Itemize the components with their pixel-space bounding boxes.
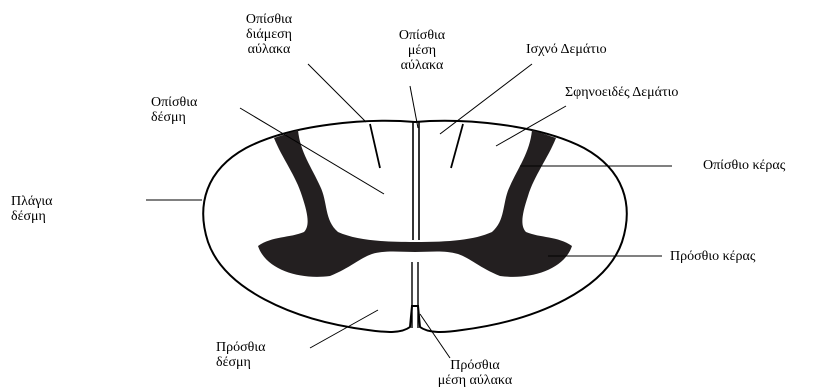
leader-posterior-intermediate-sulcus [308,64,366,122]
label-anterior-funiculus: Πρόσθια δέσμη [216,340,265,370]
label-lateral-funiculus: Πλάγια δέσμη [11,194,53,224]
label-fasciculus-gracilis: Ισχνό Δεμάτιο [526,42,607,57]
label-posterior-intermediate-sulcus: Οπίσθια διάμεση αύλακα [231,12,307,57]
label-fasciculus-cuneatus: Σφηνοειδές Δεμάτιο [565,85,678,100]
label-posterior-median-sulcus: Οπίσθια μέση αύλακα [384,28,460,73]
label-anterior-horn: Πρόσθιο κέρας [670,249,755,264]
label-posterior-funiculus: Οπίσθια δέσμη [151,95,197,125]
label-anterior-median-fissure: Πρόσθια μέση αύλακα [429,358,521,388]
spinal-cord-outline [203,121,627,332]
label-posterior-horn: Οπίσθιο κέρας [703,158,785,173]
